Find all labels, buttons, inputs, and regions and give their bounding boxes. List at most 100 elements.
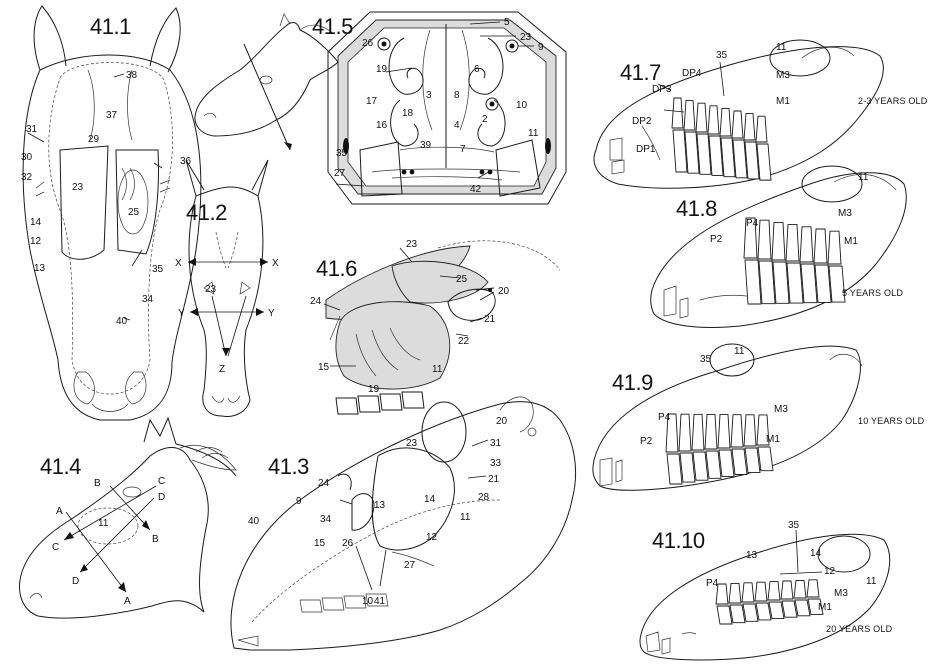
label: 28: [478, 492, 490, 503]
upper-tooth: [758, 220, 771, 259]
lower-tooth: [795, 600, 810, 616]
lower-tooth: [745, 448, 760, 473]
label: C: [52, 542, 59, 553]
label: 23: [205, 284, 217, 295]
label: 24: [310, 296, 322, 307]
lower-tooth: [773, 262, 789, 303]
figure-41-7: 41.7 35 11 DP4 M3 DP3 M1 DP2 DP1 2-3 YEA…: [594, 40, 928, 188]
teeth-row: [744, 218, 845, 304]
figure-41-4: 41.4 B C A D 11 C B D A: [20, 418, 236, 618]
upper-tooth: [684, 101, 695, 130]
label: 10: [516, 100, 528, 111]
label: 17: [366, 96, 378, 107]
figure-title: 41.8: [676, 196, 717, 221]
figure-41-6: 41.6 23 25 24 20 21 22 15 19 11: [310, 239, 560, 414]
label: X: [272, 258, 279, 269]
teeth-row: [672, 98, 771, 180]
label: 37: [106, 110, 118, 121]
figure-title: 41.3: [268, 454, 309, 479]
label: 19: [376, 64, 388, 75]
label: 13: [374, 500, 386, 511]
lower-tooth: [680, 453, 695, 482]
label: DP2: [632, 116, 652, 127]
label: M1: [818, 602, 832, 613]
figure-41-2: 41.2 X X 23 Y Y Z: [175, 160, 279, 416]
lower-tooth: [706, 451, 721, 478]
upper-tooth: [729, 583, 741, 603]
figure-41-1: 41.1 38 37 31 29 30 32 23 36 25: [21, 6, 201, 420]
lower-tooth: [787, 263, 803, 303]
age-caption: 5 YEARS OLD: [842, 288, 903, 298]
upper-tooth: [708, 106, 719, 134]
label: 42: [470, 184, 482, 195]
teeth-row: [666, 414, 773, 484]
upper-tooth: [744, 114, 755, 140]
label: 12: [426, 532, 438, 543]
label: M1: [844, 236, 858, 247]
dentition-series: 41.7 35 11 DP4 M3 DP3 M1 DP2 DP1 2-3 YEA…: [593, 40, 928, 660]
upper-tooth: [718, 415, 730, 448]
figure-title: 41.6: [316, 256, 357, 281]
upper-tooth: [744, 415, 756, 446]
label: 14: [810, 548, 822, 559]
lower-tooth: [769, 602, 784, 619]
label: 9: [538, 42, 544, 53]
lower-tooth: [717, 606, 732, 624]
label: 21: [488, 474, 500, 485]
label: P4: [746, 218, 759, 229]
lower-tooth: [759, 261, 775, 304]
label: 13: [34, 263, 46, 274]
figure-title: 41.1: [90, 14, 131, 39]
label: 11: [734, 346, 745, 357]
label: 36: [180, 156, 192, 167]
label: 3: [426, 90, 432, 101]
label: 2: [482, 114, 488, 125]
label: 12: [30, 236, 42, 247]
label: Y: [178, 308, 185, 319]
upper-tooth: [731, 415, 743, 447]
teeth-row: [716, 580, 823, 624]
label: 34: [320, 514, 332, 525]
label: DP3: [652, 84, 672, 95]
lower-tooth: [667, 454, 682, 484]
lower-tooth: [730, 605, 745, 623]
lower-tooth: [743, 604, 758, 621]
label: D: [158, 492, 165, 503]
lower-tooth: [801, 264, 817, 303]
upper-tooth: [828, 231, 841, 264]
label: 27: [334, 168, 346, 179]
label: 11: [98, 518, 109, 529]
label: Z: [219, 364, 225, 375]
lower-tooth: [719, 450, 734, 476]
label: 20: [496, 416, 508, 427]
label: 39: [420, 140, 432, 151]
label: 8: [454, 90, 460, 101]
label: 16: [376, 120, 388, 131]
label: M3: [776, 70, 790, 81]
upper-tooth: [696, 103, 707, 132]
lower-tooth: [693, 452, 708, 480]
label: 38: [126, 70, 138, 81]
label: 31: [26, 124, 38, 135]
label: 19: [368, 384, 380, 395]
upper-tooth: [742, 583, 754, 602]
upper-tooth: [732, 111, 743, 138]
label: 35: [716, 50, 728, 61]
label: P2: [640, 436, 653, 447]
label: M3: [838, 208, 852, 219]
upper-tooth: [679, 414, 691, 451]
upper-tooth: [781, 581, 793, 599]
label: 10: [362, 596, 374, 607]
label: 23: [406, 239, 418, 250]
label: 27: [404, 560, 416, 571]
label: 11: [866, 576, 877, 587]
label: 24: [318, 478, 330, 489]
label: D: [72, 576, 79, 587]
age-caption: 20 YEARS OLD: [826, 624, 893, 634]
label: 9: [296, 496, 302, 507]
label: 12: [824, 566, 836, 577]
label: 26: [362, 38, 374, 49]
age-caption: 10 YEARS OLD: [858, 416, 925, 426]
label: 11: [432, 364, 443, 375]
label: 11: [776, 42, 787, 53]
